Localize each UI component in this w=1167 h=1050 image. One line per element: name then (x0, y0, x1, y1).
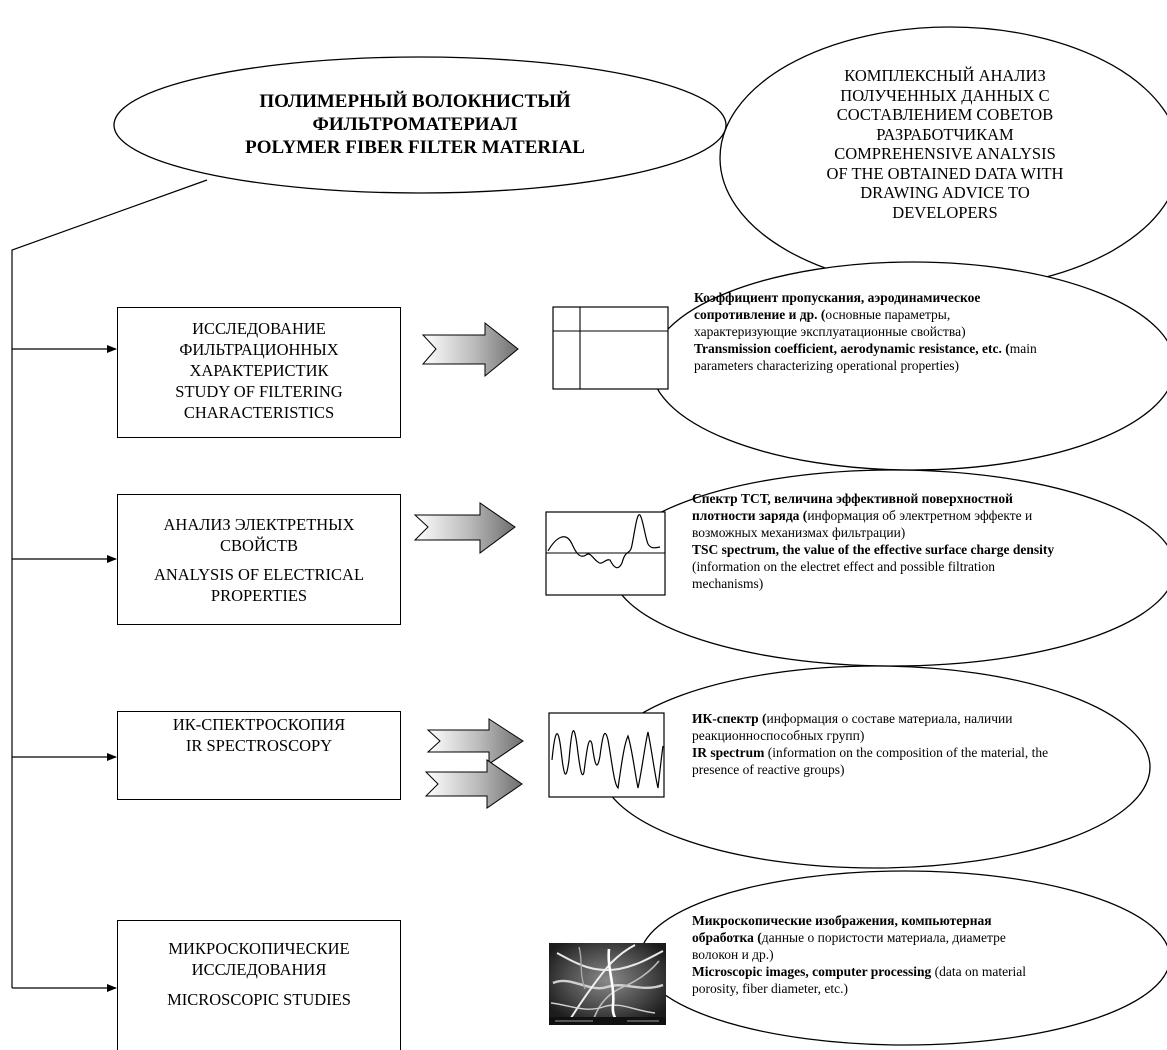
desc4-ru-bold: Микроскопические изображения, компьютерн… (692, 913, 992, 945)
box2-line-1: АНАЛИЗ ЭЛЕКТРЕТНЫХ (163, 515, 355, 534)
desc2-en-normal: (information on the electret effect and … (692, 559, 996, 591)
desc4-ru-normal: данные о пористости материала, диаметре … (692, 930, 1006, 962)
result-description-filtering: Коэффициент пропускания, аэродинамическо… (694, 289, 1054, 374)
fiber-image-icon (549, 943, 666, 1025)
desc4-en-bold: Microscopic images, computer processing (692, 964, 932, 979)
desc1-ru-bold: Коэффициент пропускания, аэродинамическо… (694, 290, 981, 322)
main-node-ellipse (113, 56, 727, 194)
desc2-ru-bold: Спектр ТСТ, величина эффективной поверхн… (692, 491, 1013, 523)
analysis-line-8: DEVELOPERS (892, 202, 998, 222)
box1-line-2: ФИЛЬТРАЦИОННЫХ (179, 340, 339, 359)
method-box-ir (117, 711, 401, 800)
method-box-filtering-text: ИССЛЕДОВАНИЕ ФИЛЬТРАЦИОННЫХ ХАРАКТЕРИСТИ… (117, 318, 401, 423)
box4-line-3: MICROSCOPIC STUDIES (167, 990, 351, 1009)
method-box-filtering (117, 307, 401, 438)
result-description-electret: Спектр ТСТ, величина эффективной поверхн… (692, 490, 1060, 592)
method-box-electret (117, 494, 401, 625)
box3-line-1: ИК-СПЕКТРОСКОПИЯ (172, 715, 346, 734)
block-arrow-4 (424, 759, 523, 809)
analysis-line-3: СОСТАВЛЕНИЕМ СОВЕТОВ (836, 105, 1054, 124)
desc2-ru-normal: информация об электретном эффекте и возм… (692, 508, 1033, 540)
box3-line-2: IR SPECTROSCOPY (185, 736, 333, 755)
tsc-spectrum-icon (545, 511, 666, 596)
box1-line-1: ИССЛЕДОВАНИЕ (192, 319, 326, 338)
analysis-line-5: COMPREHENSIVE ANALYSIS (834, 144, 1056, 163)
box1-line-5: CHARACTERISTICS (183, 403, 335, 422)
main-node-text: ПОЛИМЕРНЫЙ ВОЛОКНИСТЫЙ ФИЛЬТРОМАТЕРИАЛ P… (205, 90, 625, 159)
main-node-line-1: ПОЛИМЕРНЫЙ ВОЛОКНИСТЫЙ (259, 91, 571, 112)
main-connector-line (11, 179, 208, 988)
desc3-en-normal: (information on the composition of the m… (692, 745, 1049, 777)
block-arrow-2 (413, 502, 516, 554)
block-arrow-1 (421, 321, 519, 378)
result-description-ir: ИК-спектр (информация о составе материал… (692, 710, 1052, 778)
desc3-en-bold: IR spectrum (692, 745, 765, 760)
analysis-line-2: ПОЛУЧЕННЫХ ДАННЫХ С (840, 85, 1050, 105)
method-box-electret-text: АНАЛИЗ ЭЛЕКТРЕТНЫХ СВОЙСТВ ANALYSIS OF E… (117, 514, 401, 606)
method-box-microscopic (117, 920, 401, 1050)
box1-line-4: STUDY OF FILTERING (175, 382, 343, 401)
box2-line-3: ANALYSIS OF ELECTRICAL (153, 565, 365, 584)
analysis-node-text: КОМПЛЕКСНЫЙ АНАЛИЗ ПОЛУЧЕННЫХ ДАННЫХ С С… (775, 66, 1115, 222)
box2-line-4: PROPERTIES (210, 586, 308, 605)
ir-spectrum-icon (548, 712, 665, 798)
block-arrow-3 (426, 718, 524, 765)
analysis-line-4: РАЗРАБОТЧИКАМ (876, 124, 1014, 144)
main-node-line-2: ФИЛЬТРОМАТЕРИАЛ (312, 114, 518, 135)
desc3-ru-normal: информация о составе материала, наличии … (692, 711, 1013, 743)
desc3-ru-bold: ИК-спектр ( (692, 711, 767, 726)
method-box-ir-text: ИК-СПЕКТРОСКОПИЯ IR SPECTROSCOPY (117, 714, 401, 756)
desc1-ru-normal: основные параметры, характеризующие эксп… (694, 307, 966, 339)
table-icon (552, 306, 669, 390)
desc4-en-normal: (data on material porosity, fiber diamet… (692, 964, 1027, 996)
box4-line-1: МИКРОСКОПИЧЕСКИЕ (168, 939, 350, 958)
main-node-line-3: POLYMER FIBER FILTER MATERIAL (245, 137, 585, 158)
desc2-en-bold: TSC spectrum, the value of the effective… (692, 542, 1055, 557)
box1-line-3: ХАРАКТЕРИСТИК (189, 361, 329, 380)
analysis-line-1: КОМПЛЕКСНЫЙ АНАЛИЗ (844, 66, 1046, 85)
desc1-en-bold: Transmission coefficient, aerodynamic re… (694, 341, 1010, 356)
microscope-image (549, 943, 666, 1025)
result-description-microscopic: Микроскопические изображения, компьютерн… (692, 912, 1050, 997)
box4-line-2: ИССЛЕДОВАНИЯ (191, 960, 327, 979)
box2-line-2: СВОЙСТВ (220, 536, 298, 555)
analysis-line-6: OF THE OBTAINED DATA WITH (826, 163, 1064, 183)
analysis-line-7: DRAWING ADVICE TO (860, 183, 1030, 202)
desc1-en-normal: main parameters characterizing operation… (694, 341, 1037, 373)
method-box-microscopic-text: МИКРОСКОПИЧЕСКИЕ ИССЛЕДОВАНИЯ MICROSCOPI… (117, 938, 401, 1010)
